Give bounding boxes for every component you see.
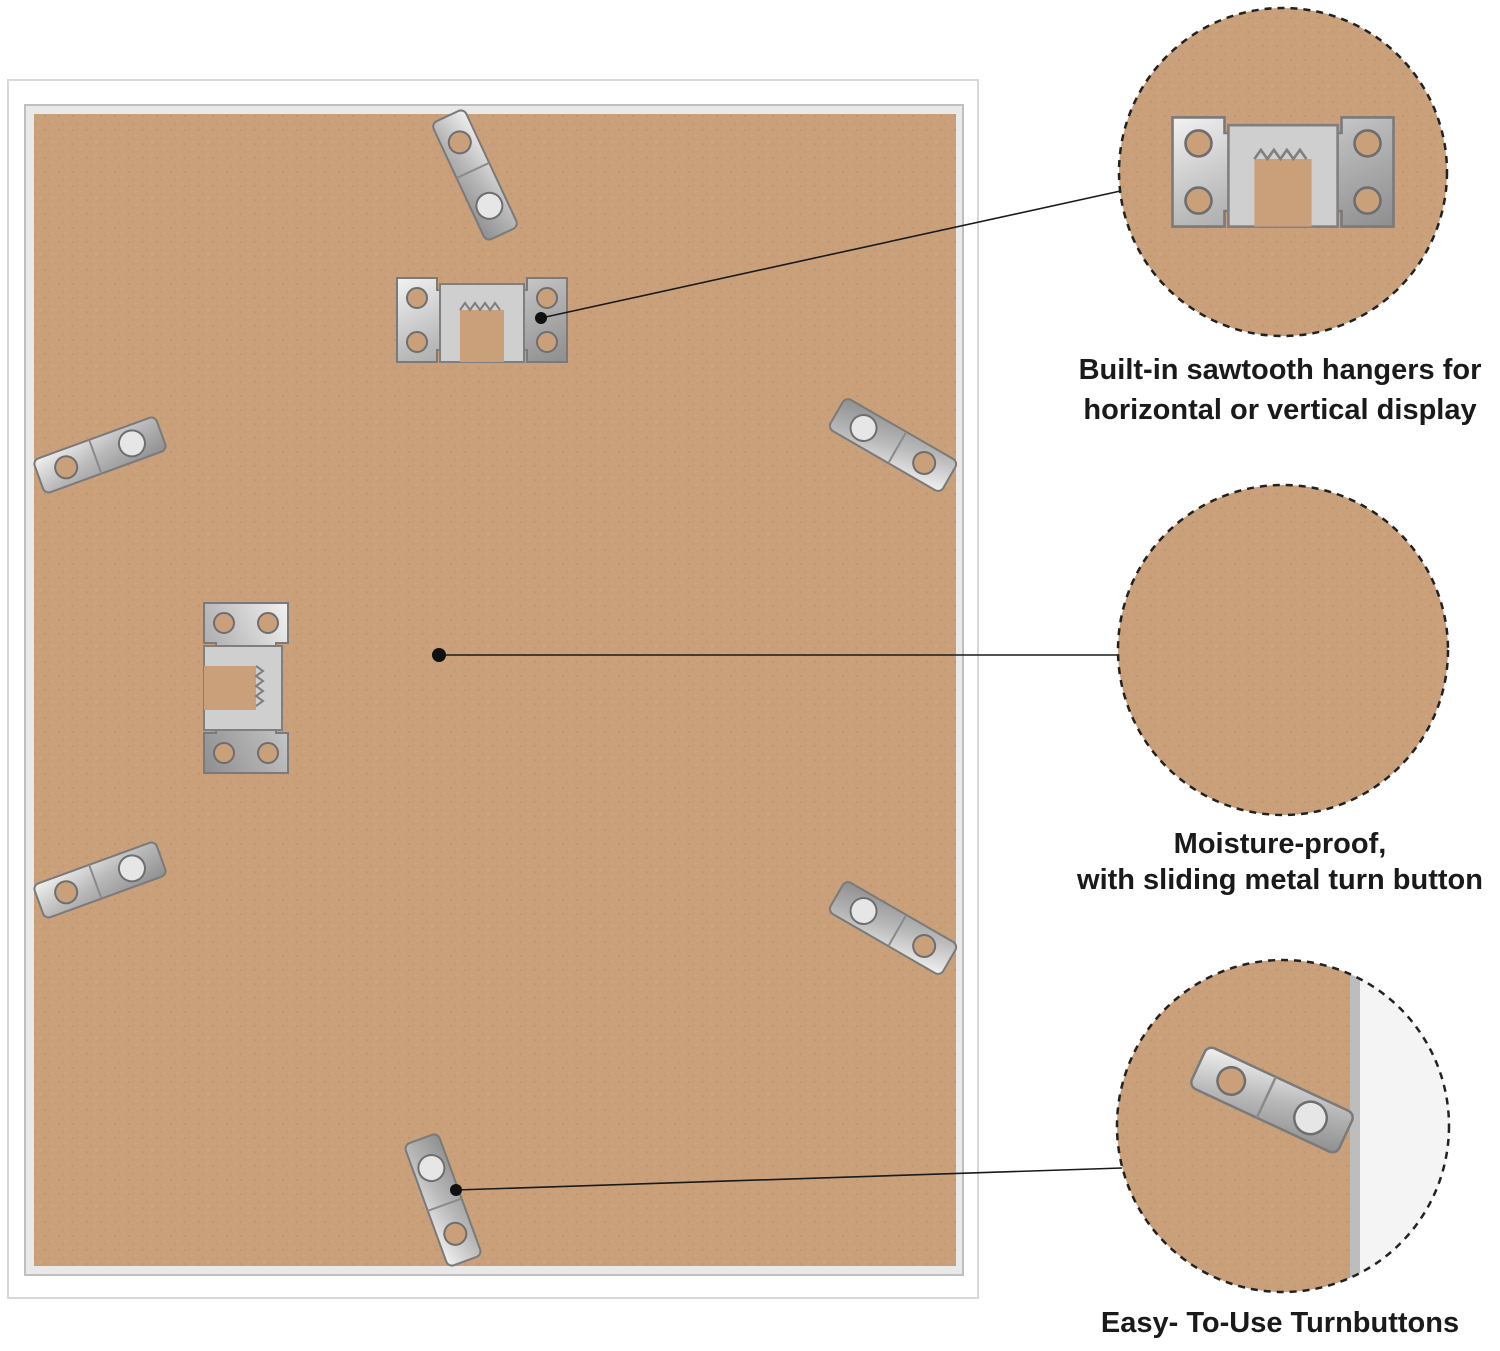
caption-backing-line2: with sliding metal turn button [1077,864,1483,896]
caption-turnbuttons: Easy- To-Use Turnbuttons [1080,1305,1480,1341]
callout-dot-hanger [535,312,547,324]
zoom-circle-backing [1116,483,1450,817]
caption-hangers: Built-in sawtooth hangers for horizontal… [1060,350,1500,430]
caption-hangers-line2: horizontal or vertical display [1083,394,1477,426]
sawtooth-hanger-side [203,602,289,774]
caption-hangers-line1: Built-in sawtooth hangers for [1078,354,1482,386]
callout-lines [439,189,1126,1191]
caption-backing: Moisture-proof, with sliding metal turn … [1060,826,1500,898]
callout-dot-turnbutton [450,1184,462,1196]
caption-turnbuttons-line1: Easy- To-Use Turnbuttons [1100,1307,1460,1339]
zoom-circle-hanger [1117,6,1449,338]
frame [7,79,979,1299]
callout-dot-backing [432,648,446,662]
zoom-circle-turnbutton [1115,958,1451,1294]
caption-backing-line1: Moisture-proof, [1173,828,1387,860]
